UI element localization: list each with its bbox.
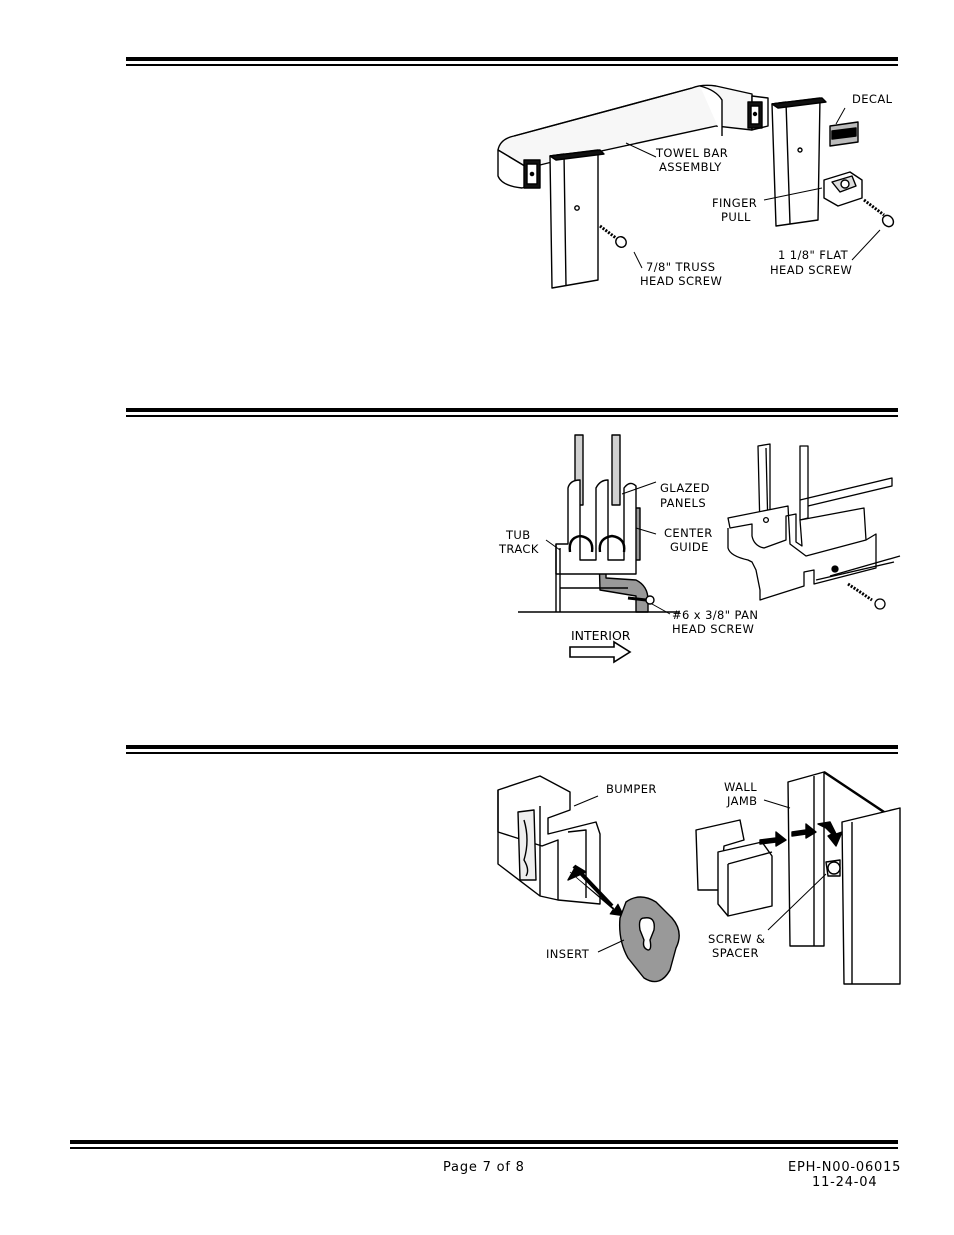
flat-screw-label-line2: HEAD SCREW [770,263,852,277]
document-number: EPH-N00-06015 [788,1160,902,1175]
document-date: 11-24-04 [812,1175,878,1190]
pan-screw-label-line1: #6 x 3/8" PAN [672,608,758,622]
interior-label: INTERIOR [571,628,631,643]
screw-spacer-label-line2: SPACER [712,946,759,960]
screw-spacer-label-line1: SCREW & [708,932,765,946]
glazed-panels-label-line1: GLAZED [660,481,710,495]
towel-bar-label-line2: ASSEMBLY [659,160,722,174]
truss-screw-label-line2: HEAD SCREW [640,274,722,288]
section-divider-2 [126,408,898,418]
wall-jamb-label-line2: JAMB [726,794,757,808]
bumper-label: BUMPER [606,782,657,796]
section-divider-1 [126,57,898,67]
towel-bar-label-line1: TOWEL BAR [655,146,728,160]
footer-divider [70,1140,898,1150]
pan-screw-label-line2: HEAD SCREW [672,622,754,636]
tub-track-label-line2: TRACK [498,542,539,556]
section-divider-3 [126,745,898,755]
flat-screw-label-line1: 1 1/8" FLAT [778,248,849,262]
center-guide-label-line1: CENTER [664,526,713,540]
insert-label: INSERT [546,947,590,961]
finger-pull-label-line1: FINGER [712,196,757,210]
wall-jamb-label-line1: WALL [724,780,757,794]
center-guide-label-line2: GUIDE [670,540,709,554]
finger-pull-label-line2: PULL [721,210,751,224]
decal-label: DECAL [852,92,893,106]
tub-track-label-line1: TUB [505,528,531,542]
page-number: Page 7 of 8 [443,1160,525,1175]
glazed-panels-label-line2: PANELS [660,496,706,510]
truss-screw-label-line1: 7/8" TRUSS [646,260,716,274]
